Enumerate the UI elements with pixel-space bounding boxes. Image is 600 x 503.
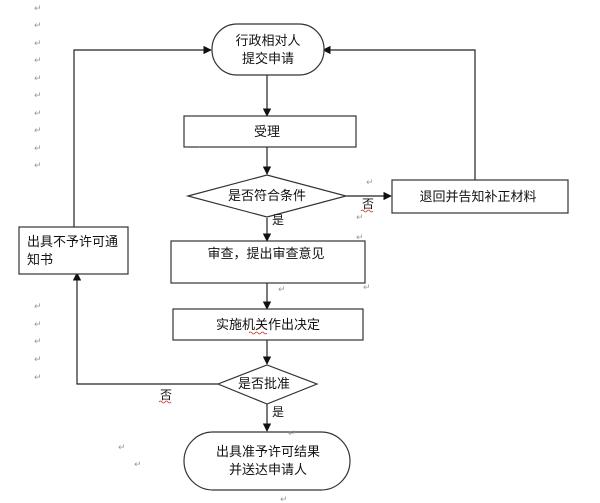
paragraph-mark-icon: ↵	[34, 4, 42, 14]
end-line-2: 并送达申请人	[229, 463, 307, 478]
node-decision: 实施机关作出决定	[172, 308, 364, 341]
conditions-yes-label: 是	[272, 213, 284, 227]
paragraph-mark-icon: ↵	[288, 429, 296, 439]
node-review: 审查，提出审查意见	[170, 240, 366, 284]
paragraph-mark-icon: ↵	[356, 233, 364, 243]
return-materials-label: 退回并告知补正材料	[419, 189, 536, 205]
check-conditions-label: 是否符合条件	[228, 188, 306, 204]
accept-label: 受理	[254, 125, 280, 140]
return-materials-box	[391, 179, 569, 214]
review-label: 审查，提出审查意见	[207, 246, 324, 262]
paragraph-mark-icon: ↵	[356, 213, 364, 223]
reject-notice-line-1: 出具不予许可通	[27, 235, 118, 250]
paragraph-mark-icon: ↵	[34, 109, 42, 119]
paragraph-mark-icon: ↵	[134, 460, 142, 470]
approve-label: 是否批准	[238, 377, 290, 392]
node-approve: 是否批准	[216, 364, 319, 405]
node-reject-notice: 出具不予许可通 知书	[18, 226, 129, 275]
spellcheck-underline	[360, 209, 374, 213]
node-accept: 受理	[183, 115, 357, 148]
paragraph-mark-icon: ↵	[34, 302, 42, 312]
approve-diamond	[216, 364, 319, 405]
conditions-no-label: 否	[362, 197, 374, 211]
paragraph-mark-icon: ↵	[34, 337, 42, 347]
reject-notice-box	[18, 226, 129, 275]
paragraph-mark-icon: ↵	[34, 21, 42, 31]
paragraph-mark-icon: ↵	[366, 178, 374, 188]
connectors	[72, 45, 476, 432]
spellcheck-underline	[248, 331, 268, 335]
paragraph-mark-icon: ↵	[278, 285, 286, 295]
spellcheck-underline	[158, 400, 172, 404]
node-return-materials: 退回并告知补正材料	[391, 179, 569, 214]
arrow-return-to-start	[322, 45, 476, 180]
node-end: 出具准予许可结果 并送达申请人	[183, 431, 351, 491]
paragraph-mark-icon: ↵	[363, 283, 371, 293]
approve-no-label: 否	[160, 388, 172, 402]
review-box	[170, 240, 366, 284]
end-line-1: 出具准予许可结果	[216, 445, 320, 460]
paragraph-mark-icon: ↵	[34, 161, 42, 171]
paragraph-mark-icon: ↵	[34, 355, 42, 365]
check-conditions-diamond	[185, 174, 349, 218]
accept-box	[183, 115, 357, 148]
paragraph-marks: ↵ ↵ ↵ ↵ ↵ ↵ ↵ ↵ ↵ ↵ ↵ ↵ ↵ ↵ ↵ ↵ ↵ ↵ . ↵ …	[34, 4, 374, 503]
paragraph-mark-icon: ↵	[34, 144, 42, 154]
node-start: 行政相对人 提交申请	[211, 23, 325, 76]
start-terminal-shape	[211, 23, 325, 76]
paragraph-mark-icon: ↵	[34, 56, 42, 66]
start-line-1: 行政相对人	[235, 34, 300, 49]
paragraph-mark-icon: ↵	[34, 373, 42, 383]
end-terminal-shape	[183, 431, 351, 491]
decision-box	[172, 308, 364, 341]
start-line-2: 提交申请	[242, 51, 294, 67]
paragraph-mark-icon: ↵	[34, 91, 42, 101]
paragraph-mark-icon: ↵	[34, 126, 42, 136]
paragraph-mark-icon: ↵	[34, 74, 42, 84]
paragraph-mark-icon: ↵	[118, 443, 126, 453]
paragraph-mark-icon: .	[198, 141, 201, 151]
reject-notice-line-2: 知书	[27, 252, 53, 268]
paragraph-mark-icon: ↵	[34, 39, 42, 49]
approve-yes-label: 是	[272, 405, 284, 419]
paragraph-mark-icon: ↵	[34, 320, 42, 330]
arrow-reject-to-start	[73, 45, 212, 227]
decision-label: 实施机关作出决定	[216, 318, 320, 333]
arrow-approve-to-reject	[72, 272, 218, 385]
node-check-conditions: 是否符合条件	[185, 174, 349, 218]
paragraph-mark-icon: ↵	[280, 495, 288, 503]
